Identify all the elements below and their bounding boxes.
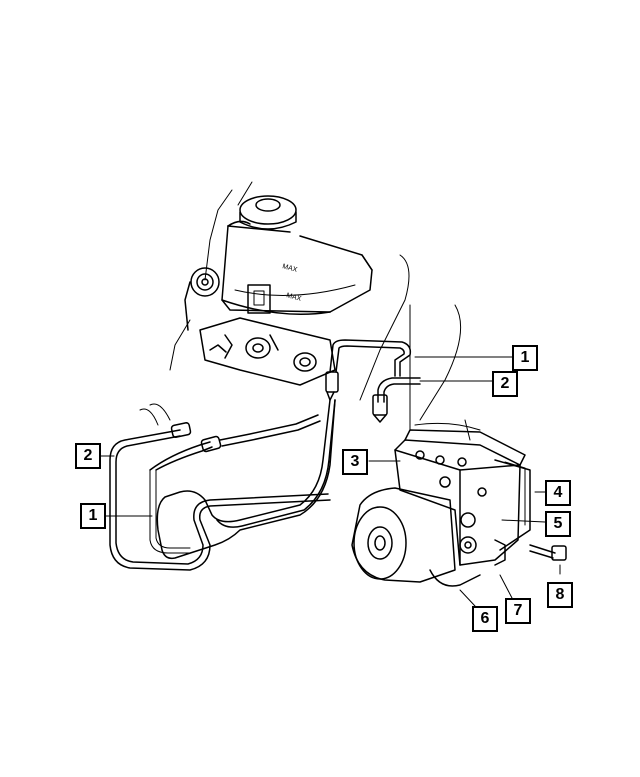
abs-hydraulic-unit [351, 422, 531, 587]
brake-booster [184, 267, 220, 331]
pump-motor [351, 487, 456, 583]
callout-8[interactable]: 8 [547, 582, 573, 608]
leader-lines [99, 304, 561, 607]
callout-7[interactable]: 7 [505, 598, 531, 624]
reservoir-cap [239, 195, 297, 225]
master-cylinder [199, 317, 336, 386]
callout-4[interactable]: 4 [545, 480, 571, 506]
callout-1-lower[interactable]: 1 [80, 503, 106, 529]
brake-line-1-upper [325, 339, 412, 401]
callout-2-upper[interactable]: 2 [492, 371, 518, 397]
motor-end-cap [353, 506, 407, 580]
callout-6[interactable]: 6 [472, 606, 498, 632]
brake-line-2-lower [109, 414, 331, 571]
tube-nut [200, 435, 222, 453]
brake-fluid-reservoir: MAX MAX [221, 195, 373, 316]
callout-1-upper[interactable]: 1 [512, 345, 538, 371]
firewall-outline [139, 181, 462, 426]
callout-5[interactable]: 5 [545, 511, 571, 537]
brake-line-1-lower [156, 399, 336, 560]
svg-text:MAX: MAX [285, 292, 302, 303]
mounting-bolt [529, 544, 567, 561]
callout-3[interactable]: 3 [342, 449, 368, 475]
control-module [494, 459, 531, 551]
brake-line-2-upper [372, 377, 421, 423]
reservoir-marking: MAX [281, 263, 298, 274]
callout-2-lower[interactable]: 2 [75, 443, 101, 469]
tube-nut [170, 422, 192, 438]
